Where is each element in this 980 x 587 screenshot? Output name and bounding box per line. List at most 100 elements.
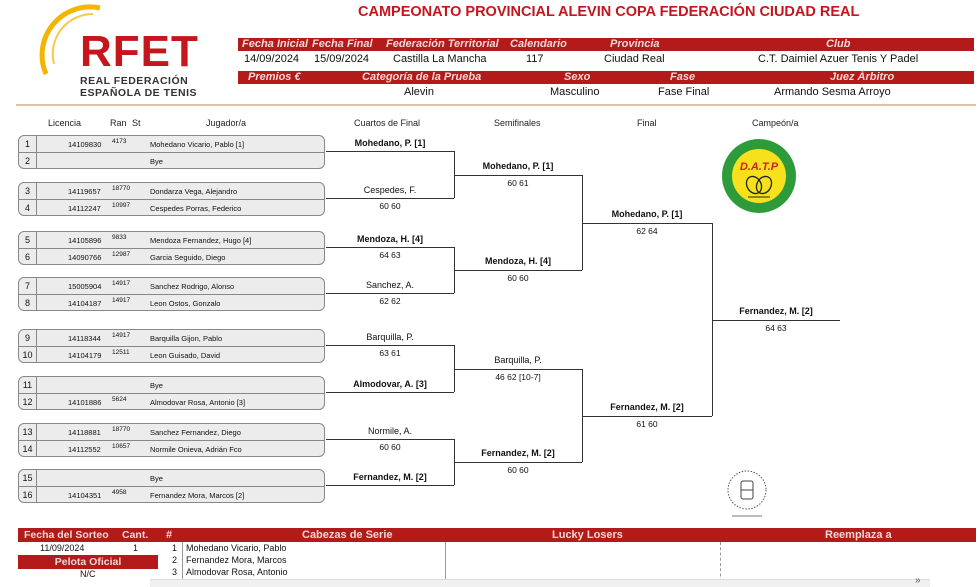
col-licencia: Licencia <box>48 118 82 128</box>
player-name: Bye <box>150 381 163 390</box>
player-license: 14101886 <box>68 398 102 407</box>
col-cuartos: Cuartos de Final <box>354 118 421 128</box>
champion-connector <box>712 223 713 416</box>
tournament-title: CAMPEONATO PROVINCIAL ALEVIN COPA FEDERA… <box>358 4 860 20</box>
player-license: 14090766 <box>68 253 102 262</box>
draw-number: 9 <box>24 333 30 343</box>
qf-score: 60 60 <box>379 442 401 452</box>
qf-winner: Cespedes, F. <box>363 185 417 195</box>
seed-name: Almodovar Rosa, Antonio <box>186 567 288 577</box>
row-divider <box>19 486 324 487</box>
draw-number: 4 <box>24 203 30 213</box>
player-ranking: 14917 <box>112 280 131 287</box>
qf-score: 60 60 <box>379 201 401 211</box>
col-jugador: Jugador/a <box>206 118 247 128</box>
player-ranking: 4173 <box>112 138 127 145</box>
player-ranking: 14917 <box>112 297 131 304</box>
datp-club-logo: D.A.T.P <box>722 139 796 213</box>
sorteo-date: 11/09/2024 <box>40 543 85 553</box>
scroll-right-icon[interactable]: » <box>915 575 921 586</box>
row-divider <box>19 346 324 347</box>
sf-connector <box>454 151 455 198</box>
row-divider <box>19 440 324 441</box>
qf-winner: Almodovar, A. [3] <box>353 379 427 389</box>
qf-winner: Sanchez, A. <box>365 280 415 290</box>
player-license: 14112247 <box>68 204 101 213</box>
col-semis: Semifinales <box>494 118 541 128</box>
qf-line <box>326 345 454 346</box>
player-ranking: 9833 <box>112 234 127 241</box>
info-values-row-2: Alevin Masculino Fase Final Armando Sesm… <box>404 86 891 98</box>
num-divider <box>36 424 37 456</box>
sf-line <box>454 369 582 370</box>
sf-winner: Barquilla, P. <box>494 355 542 365</box>
player-license: 14109830 <box>68 140 102 149</box>
qf-line <box>326 293 454 294</box>
player-ranking: 5624 <box>112 396 127 403</box>
player-name: Fernandez Mora, Marcos [2] <box>150 491 245 500</box>
player-license: 14104351 <box>68 491 102 500</box>
num-divider <box>36 330 37 362</box>
final-score: 61 60 <box>636 419 658 429</box>
seed-name: Fernandez Mora, Marcos <box>186 555 287 565</box>
player-license: 14104187 <box>68 299 102 308</box>
qf-line <box>326 439 454 440</box>
qf-winner: Mohedano, P. [1] <box>354 138 426 148</box>
sorteo-header: Fecha del Sorteo <box>18 528 118 542</box>
final-winner: Fernandez, M. [2] <box>610 402 684 412</box>
draw-number: 5 <box>24 235 30 245</box>
qf-line <box>326 392 454 393</box>
draw-number: 10 <box>22 350 33 360</box>
seeds-vline <box>182 542 183 587</box>
player-license: 14105896 <box>68 236 102 245</box>
final-line <box>582 223 712 224</box>
sf-winner: Mendoza, H. [4] <box>484 256 551 266</box>
player-row[interactable]: 11 Bye <box>19 377 324 394</box>
bottom-scrollbar[interactable] <box>150 579 930 587</box>
player-license: 14118344 <box>68 334 101 343</box>
final-winner: Mohedano, P. [1] <box>611 209 683 219</box>
sf-winner: Fernandez, M. [2] <box>481 448 555 458</box>
num-divider <box>36 232 37 264</box>
player-name: Barquilla Gijon, Pablo <box>150 334 223 343</box>
draw-number: 11 <box>22 380 33 390</box>
draw-number: 6 <box>24 252 30 262</box>
datp-logo-text: D.A.T.P <box>740 161 779 173</box>
num-divider <box>36 278 37 310</box>
qf-score: 63 61 <box>379 348 401 358</box>
rfet-logo-text: RFET <box>80 27 199 76</box>
col-ran: Ran <box>110 118 127 128</box>
lucky-vline <box>445 542 446 587</box>
num-divider <box>36 183 37 215</box>
row-divider <box>19 294 324 295</box>
qf-score: 62 62 <box>379 296 401 306</box>
player-ranking: 18770 <box>112 426 131 433</box>
draw-number: 7 <box>24 281 30 291</box>
player-name: Bye <box>150 474 163 483</box>
col-final: Final <box>637 118 657 128</box>
sf-connector <box>454 345 455 392</box>
cabezas-header: Cabezas de Serie Lucky Losers Reemplaza … <box>182 528 976 542</box>
reemplaza-vline <box>720 542 721 587</box>
player-license: 14119657 <box>68 187 101 196</box>
qf-line <box>326 485 454 486</box>
player-ranking: 12511 <box>112 349 130 356</box>
